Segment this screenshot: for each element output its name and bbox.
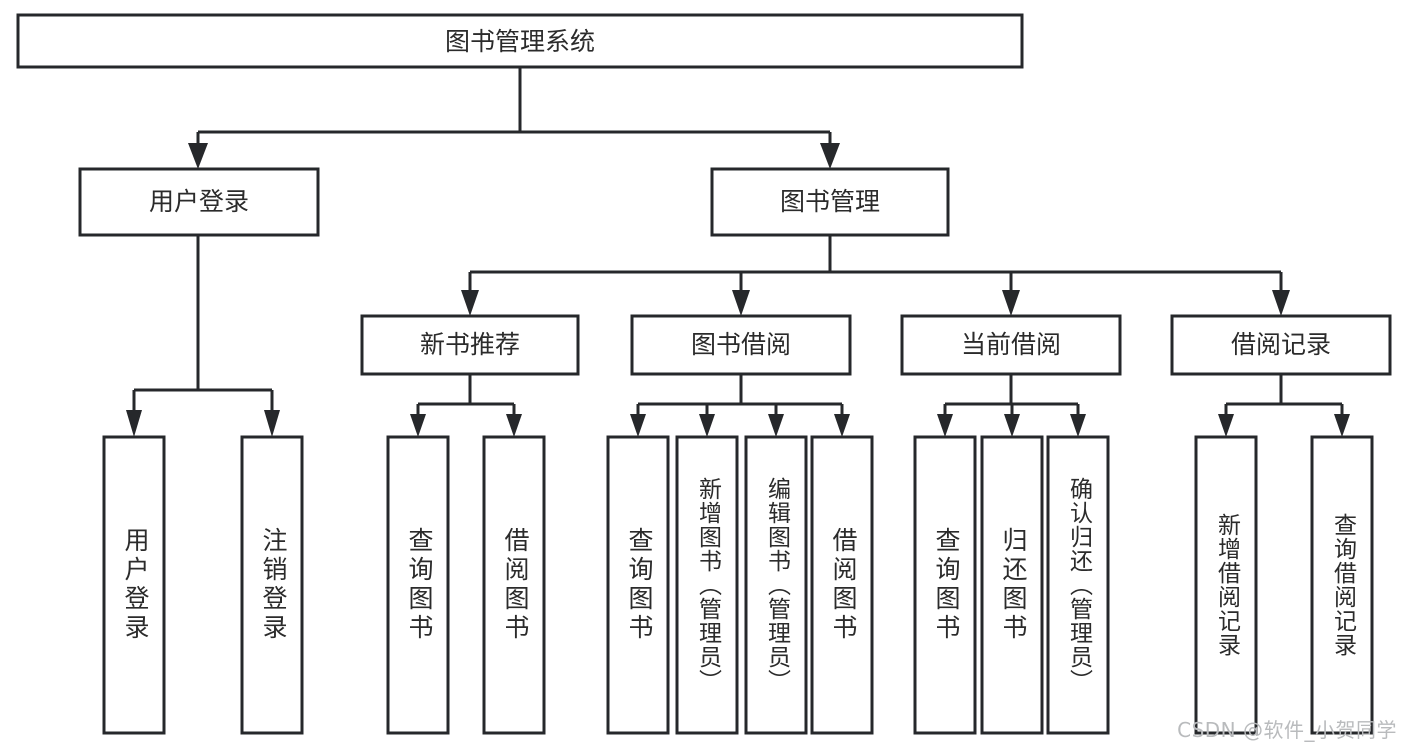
arrow-cb-to-leaf2-icon (1004, 414, 1020, 437)
arrow-nb-to-leaf1-icon (410, 414, 426, 437)
node-leaf-edit-book-label: 编辑图书（管理员） (764, 477, 792, 693)
node-user-login[interactable]: 用户登录 (78, 167, 320, 237)
arrow-br-to-leaf2-icon (1334, 414, 1350, 437)
node-leaf-confirm-return-label: 确认归还（管理员） (1066, 477, 1094, 693)
arrow-bm-to-borrowrecord-icon (1272, 290, 1290, 316)
edge-group-borrowrecord (1218, 374, 1350, 437)
node-book-borrow-label: 图书借阅 (691, 330, 791, 359)
node-leaf-user-login[interactable]: 用户登录 (102, 435, 166, 735)
node-book-manage-box[interactable] (710, 167, 950, 237)
node-leaf-query-book-3[interactable]: 查询图书 (913, 435, 977, 735)
node-leaf-add-borrow-record-label: 新增借阅记录 (1214, 513, 1242, 657)
node-leaf-logout-login[interactable]: 注销登录 (240, 435, 304, 735)
node-leaf-query-borrow-record[interactable]: 查询借阅记录 (1310, 435, 1374, 735)
node-book-borrow[interactable]: 图书借阅 (630, 314, 852, 376)
arrow-root-to-book-manage-icon (820, 143, 840, 169)
node-leaf-query-book-2-box[interactable] (606, 435, 670, 735)
edge-group-newbook (410, 374, 522, 437)
arrow-root-to-user-login-icon (188, 143, 208, 169)
node-book-manage-label: 图书管理 (780, 187, 880, 216)
node-leaf-borrow-book-2-box[interactable] (810, 435, 874, 735)
arrow-bb-to-leaf2-icon (699, 414, 715, 437)
node-leaf-confirm-return[interactable]: 确认归还（管理员） (1046, 435, 1110, 735)
node-borrow-record-box[interactable] (1170, 314, 1392, 376)
edge-group-bookborrow (630, 374, 850, 437)
arrow-bm-to-newbook-icon (461, 290, 479, 316)
node-leaf-add-book[interactable]: 新增图书（管理员） (675, 435, 739, 735)
node-leaf-borrow-book-2[interactable]: 借阅图书 (810, 435, 874, 735)
node-current-borrow[interactable]: 当前借阅 (900, 314, 1122, 376)
node-leaf-query-book-2-label: 查询图书 (625, 527, 654, 643)
edge-group-user-login (126, 235, 280, 437)
node-leaf-logout-login-box[interactable] (240, 435, 304, 735)
node-leaf-borrow-book-1-label: 借阅图书 (501, 527, 530, 643)
node-leaf-query-book-1[interactable]: 查询图书 (386, 435, 450, 735)
node-leaf-add-borrow-record-box[interactable] (1194, 435, 1258, 735)
node-leaf-borrow-book-1-box[interactable] (482, 435, 546, 735)
node-leaf-add-borrow-record[interactable]: 新增借阅记录 (1194, 435, 1258, 735)
arrow-bb-to-leaf4-icon (834, 414, 850, 437)
node-leaf-logout-login-label: 注销登录 (259, 527, 288, 643)
csdn-watermark: CSDN @软件_小贺同学 (1177, 718, 1397, 742)
node-leaf-query-book-3-label: 查询图书 (932, 527, 961, 643)
node-borrow-record-label: 借阅记录 (1231, 330, 1331, 359)
arrow-bb-to-leaf3-icon (768, 414, 784, 437)
edge-group-root (188, 67, 840, 169)
node-leaf-user-login-box[interactable] (102, 435, 166, 735)
node-current-borrow-label: 当前借阅 (961, 330, 1061, 359)
node-leaf-confirm-return-box[interactable] (1046, 435, 1110, 735)
node-leaf-return-book[interactable]: 归还图书 (980, 435, 1044, 735)
node-leaf-borrow-book-2-label: 借阅图书 (829, 527, 858, 643)
node-root-box[interactable] (16, 13, 1024, 69)
edge-group-book-manage (461, 235, 1290, 316)
node-borrow-record[interactable]: 借阅记录 (1170, 314, 1392, 376)
node-new-book-recommend-box[interactable] (360, 314, 580, 376)
node-leaf-return-book-label: 归还图书 (999, 527, 1028, 643)
node-current-borrow-box[interactable] (900, 314, 1122, 376)
node-leaf-query-book-1-box[interactable] (386, 435, 450, 735)
node-leaf-borrow-book-1[interactable]: 借阅图书 (482, 435, 546, 735)
node-leaf-edit-book[interactable]: 编辑图书（管理员） (744, 435, 808, 735)
node-user-login-box[interactable] (78, 167, 320, 237)
node-leaf-query-book-3-box[interactable] (913, 435, 977, 735)
arrow-nb-to-leaf2-icon (506, 414, 522, 437)
node-leaf-return-book-box[interactable] (980, 435, 1044, 735)
arrow-ul-to-leaf1-icon (126, 410, 142, 437)
node-root[interactable]: 图书管理系统 (16, 13, 1024, 69)
arrow-bm-to-bookborrow-icon (732, 290, 750, 316)
arrow-br-to-leaf1-icon (1218, 414, 1234, 437)
node-leaf-add-book-box[interactable] (675, 435, 739, 735)
node-book-borrow-box[interactable] (630, 314, 852, 376)
node-leaf-query-borrow-record-label: 查询借阅记录 (1330, 513, 1358, 657)
node-book-manage[interactable]: 图书管理 (710, 167, 950, 237)
arrow-cb-to-leaf3-icon (1070, 414, 1086, 437)
arrow-ul-to-leaf2-icon (264, 410, 280, 437)
node-leaf-edit-book-box[interactable] (744, 435, 808, 735)
node-leaf-query-borrow-record-box[interactable] (1310, 435, 1374, 735)
arrow-bm-to-currentborrow-icon (1002, 290, 1020, 316)
node-new-book-recommend[interactable]: 新书推荐 (360, 314, 580, 376)
node-leaf-add-book-label: 新增图书（管理员） (695, 477, 723, 693)
node-user-login-label: 用户登录 (149, 187, 249, 216)
node-new-book-recommend-label: 新书推荐 (420, 330, 520, 359)
node-leaf-user-login-label: 用户登录 (121, 527, 150, 643)
node-root-label: 图书管理系统 (445, 27, 595, 56)
node-leaf-query-book-2[interactable]: 查询图书 (606, 435, 670, 735)
node-leaf-query-book-1-label: 查询图书 (405, 527, 434, 643)
arrow-cb-to-leaf1-icon (937, 414, 953, 437)
edge-group-currentborrow (937, 374, 1086, 437)
arrow-bb-to-leaf1-icon (630, 414, 646, 437)
